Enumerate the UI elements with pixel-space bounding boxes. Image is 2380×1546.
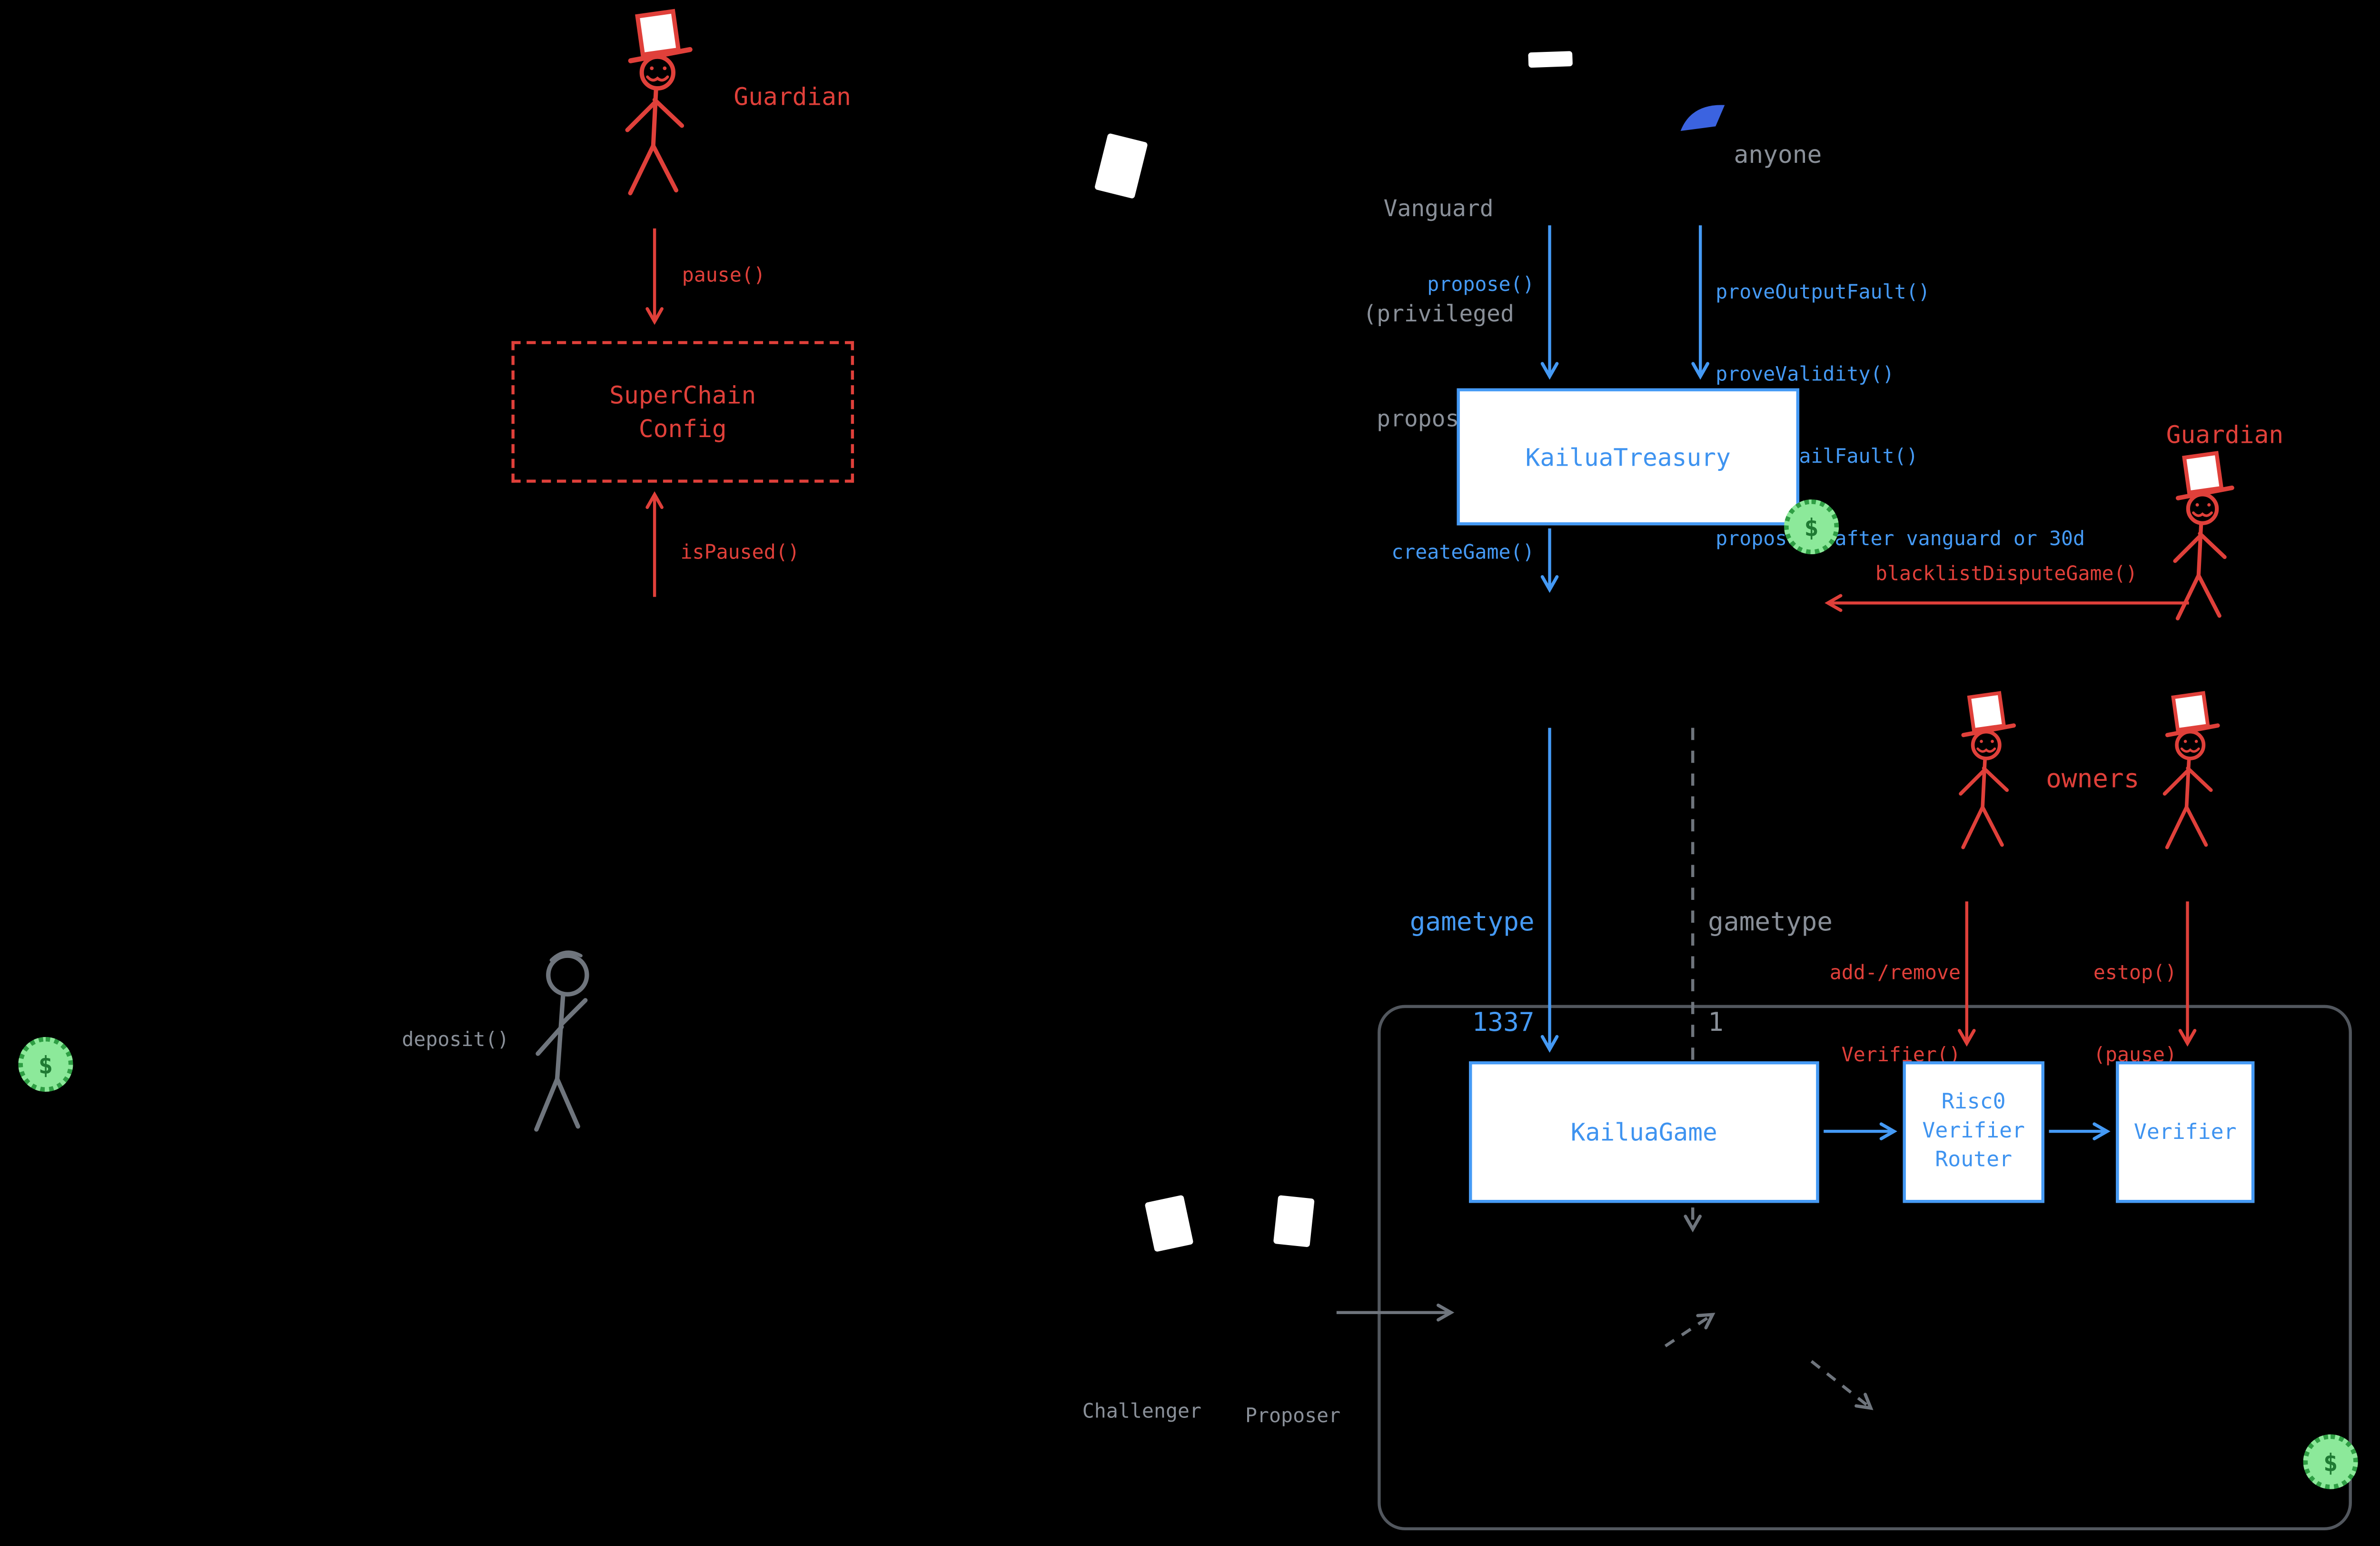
gametype-1-label: gametype 1 — [1708, 839, 1833, 1107]
verifier-box: Verifier — [2116, 1061, 2255, 1203]
addremove-verifier-label: add-/remove Verifier() — [1812, 906, 1961, 1126]
risc0-router-box: Risc0 Verifier Router — [1903, 1061, 2044, 1203]
anyone-call-2: proveValidity() — [1716, 364, 1894, 387]
guardian-left-figure — [606, 6, 706, 222]
kailua-treasury-title: KailuaTreasury — [1525, 442, 1731, 471]
person-icon — [499, 941, 618, 1166]
vanguard-line1: Vanguard — [1383, 195, 1494, 222]
dashed-up-right-arrow — [1664, 1313, 1716, 1347]
game-area-money-symbol: $ — [2323, 1447, 2338, 1476]
gametype-1337-label: gametype 1337 — [1376, 839, 1535, 1107]
gametype-1337-line1: gametype — [1409, 908, 1535, 938]
owners-label: owners — [2046, 764, 2140, 795]
risc0-line1: Risc0 — [1941, 1090, 2006, 1115]
propose-call-label: propose() — [1427, 274, 1535, 297]
treasury-money-symbol: $ — [1804, 512, 1819, 541]
proposer-label: Proposer — [1245, 1405, 1341, 1428]
gametype-1337-line2: 1337 — [1472, 1008, 1535, 1039]
kailua-game-title: KailuaGame — [1570, 1117, 1717, 1147]
white-bar-icon — [1528, 51, 1573, 68]
treasury-money-icon: $ — [1784, 499, 1839, 555]
deposit-money-symbol: $ — [38, 1050, 53, 1079]
risc0-line3: Router — [1935, 1148, 2013, 1173]
anyone-call-1: proveOutputFault() — [1716, 281, 1930, 305]
blue-cap-icon — [1679, 100, 1731, 134]
top-hat-person-icon — [1943, 670, 2028, 891]
guardian-right-figure — [2155, 448, 2247, 646]
deposit-call-label: deposit() — [402, 1029, 509, 1052]
addremove-line1: add-/remove — [1829, 962, 1961, 986]
gametype-1-line1: gametype — [1708, 908, 1833, 938]
depositor-figure — [499, 941, 618, 1166]
superchain-config-line1: SuperChain — [609, 379, 756, 409]
verifier-title: Verifier — [2133, 1120, 2237, 1145]
pause-call-label: pause() — [682, 265, 765, 288]
risc0-line2: Verifier — [1922, 1119, 2025, 1144]
owner-figure-1 — [1943, 670, 2028, 891]
game-area-money-icon: $ — [2303, 1434, 2358, 1489]
estop-line1: estop() — [2093, 962, 2177, 986]
challenger-label: Challenger — [1082, 1401, 1202, 1424]
top-hat-person-icon — [2155, 448, 2247, 646]
superchain-config-line2: Config — [638, 413, 727, 443]
top-hat-person-icon — [2146, 670, 2231, 891]
guardian-left-label: Guardian — [734, 82, 851, 111]
owner-figure-2 — [2146, 670, 2231, 891]
deposit-money-icon: $ — [18, 1037, 73, 1092]
anyone-label: anyone — [1734, 140, 1822, 169]
kailua-game-box: KailuaGame — [1469, 1061, 1819, 1203]
game-area-container — [1378, 1005, 2352, 1530]
kailua-treasury-box: KailuaTreasury — [1457, 388, 1800, 526]
top-hat-person-icon — [606, 6, 706, 222]
guardian-right-label: Guardian — [2166, 420, 2284, 449]
superchain-config-box: SuperChain Config — [511, 341, 854, 483]
proposer-card-icon — [1273, 1195, 1315, 1247]
blacklist-call-label: blacklistDisputeGame() — [1875, 563, 2138, 587]
creategame-call-label: createGame() — [1391, 542, 1535, 565]
dashed-down-right-arrow — [1810, 1360, 1874, 1410]
gametype-1-line2: 1 — [1708, 1008, 1724, 1039]
vanguard-line2: (privileged — [1363, 300, 1514, 328]
ispaused-call-label: isPaused() — [680, 542, 800, 565]
